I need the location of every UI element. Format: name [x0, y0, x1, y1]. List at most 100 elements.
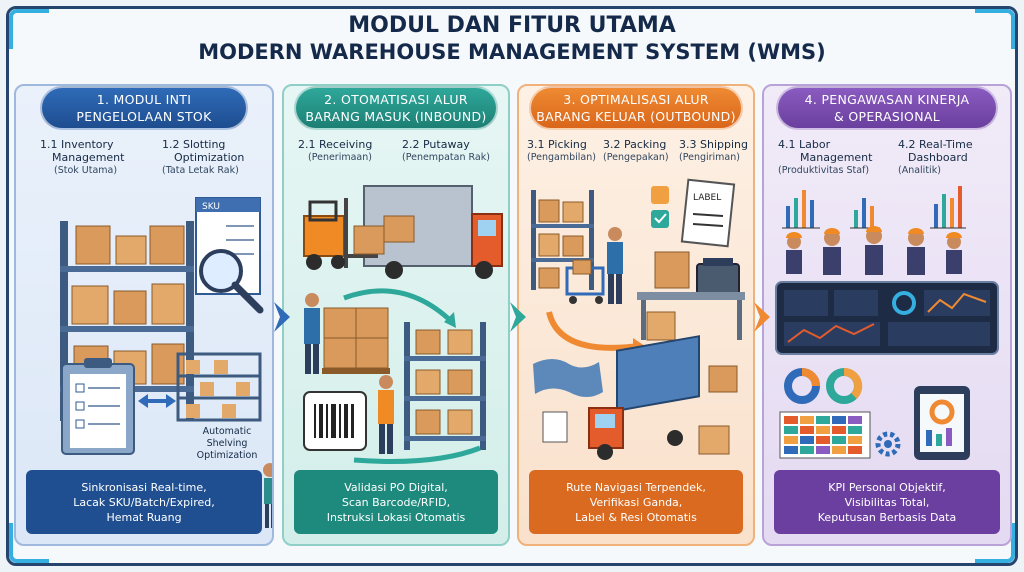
- label-text: LABEL: [693, 193, 721, 203]
- magnifier-icon: [199, 249, 264, 314]
- feature-subtitle: (Penempatan Rak): [402, 152, 490, 163]
- outbound-illustration: LABEL: [531, 178, 745, 460]
- gear-icon: [875, 431, 901, 457]
- footer-line: Rute Navigasi Terpendek,: [566, 480, 706, 494]
- feature-picking: 3.1 Picking (Pengambilan): [527, 138, 596, 164]
- feature-title: 2.2 Putaway: [402, 138, 470, 151]
- page-title: MODUL DAN FITUR UTAMA MODERN WAREHOUSE M…: [0, 12, 1024, 66]
- module-footer: KPI Personal Objektif, Visibilitas Total…: [774, 470, 1000, 534]
- feature-title: Optimization: [174, 151, 245, 164]
- footer-line: Keputusan Berbasis Data: [817, 510, 957, 524]
- feature-title: Management: [52, 151, 125, 164]
- feature-putaway: 2.2 Putaway (Penempatan Rak): [402, 138, 490, 164]
- truck-icon: [588, 335, 700, 460]
- feature-title: 3.2 Packing: [603, 138, 667, 151]
- checklist-icon: [651, 186, 669, 228]
- frame-corner: [9, 9, 49, 49]
- donut-chart-icon: [784, 367, 863, 404]
- worker-figure: [263, 463, 272, 528]
- feature-title: 4.1 Labor: [778, 138, 831, 151]
- footer-line: Sinkronisasi Real-time,: [81, 480, 207, 494]
- feature-title: 3.3 Shipping: [679, 138, 748, 151]
- footer-line: Hemat Ruang: [106, 510, 182, 524]
- shelf-rack-icon: [176, 352, 262, 422]
- module-panel-monitoring: 4. PENGAWASAN KINERJA & OPERASIONAL 4.1 L…: [762, 84, 1012, 546]
- dashboard-icon: [775, 281, 999, 355]
- header-line: BARANG MASUK (INBOUND): [305, 109, 487, 124]
- label-sheet: LABEL: [680, 178, 736, 248]
- header-line: BARANG KELUAR (OUTBOUND): [536, 109, 736, 124]
- auto-shelving-label: Automatic Shelving Optimization: [182, 426, 272, 462]
- stock-illustration: SKU: [60, 197, 272, 528]
- forklift-icon: [303, 198, 385, 270]
- module-panel-inbound: 2. OTOMATISASI ALUR BARANG MASUK (INBOUND…: [282, 84, 510, 546]
- feature-inventory: 1.1 Inventory Management (Stok Utama): [40, 138, 124, 177]
- header-line: PENGELOLAAN STOK: [76, 109, 212, 124]
- chevron-right-icon: [754, 302, 770, 332]
- feature-subtitle: (Tata Letak Rak): [162, 165, 239, 176]
- inbound-illustration: [303, 185, 503, 464]
- monitoring-illustration: [775, 186, 999, 460]
- frame-corner: [9, 523, 49, 563]
- footer-line: Scan Barcode/RFID,: [341, 495, 451, 509]
- packing-table: [637, 251, 745, 341]
- staff-group: [786, 226, 962, 275]
- feature-title: Dashboard: [908, 151, 968, 164]
- title-line-1: MODUL DAN FITUR UTAMA: [348, 13, 676, 38]
- feature-receiving: 2.1 Receiving (Penerimaan): [298, 138, 372, 164]
- label-line: Optimization: [196, 450, 258, 461]
- module-header: 2. OTOMATISASI ALUR BARANG MASUK (INBOUND…: [294, 86, 498, 130]
- flow-arrow: [343, 288, 454, 324]
- footer-line: Instruksi Lokasi Otomatis: [326, 510, 466, 524]
- printer-icon: [696, 258, 740, 295]
- module-panel-outbound: 3. OPTIMALISASI ALUR BARANG KELUAR (OUTBO…: [517, 84, 755, 546]
- feature-subtitle: (Penerimaan): [308, 152, 372, 163]
- barcode-icon: [303, 391, 367, 451]
- header-line: 3. OPTIMALISASI ALUR: [563, 92, 709, 107]
- header-line: 1. MODUL INTI: [96, 92, 192, 107]
- feature-subtitle: (Produktivitas Staf): [778, 165, 870, 176]
- title-line-2: MODERN WAREHOUSE MANAGEMENT SYSTEM (WMS): [198, 40, 826, 64]
- feature-dashboard: 4.2 Real-Time Dashboard (Analitik): [898, 138, 973, 177]
- frame-corner: [975, 523, 1015, 563]
- tablet-icon: [914, 386, 970, 460]
- feature-subtitle: (Analitik): [898, 165, 941, 176]
- feature-title: 1.2 Slotting: [162, 138, 226, 151]
- warehouse-rack-icon: [531, 190, 594, 290]
- chevron-right-icon: [510, 302, 526, 332]
- module-header: 4. PENGAWASAN KINERJA & OPERASIONAL: [776, 86, 998, 130]
- feature-title: 1.1 Inventory: [40, 138, 114, 151]
- sku-text: SKU: [202, 202, 220, 212]
- header-line: & OPERASIONAL: [834, 109, 940, 124]
- module-footer: Validasi PO Digital, Scan Barcode/RFID, …: [294, 470, 498, 534]
- chevron-right-icon: [274, 302, 290, 332]
- footer-line: KPI Personal Objektif,: [828, 480, 946, 494]
- feature-title: 2.1 Receiving: [298, 138, 373, 151]
- frame-corner: [975, 9, 1015, 49]
- warehouse-rack-icon: [404, 322, 486, 450]
- worker-figure: [378, 375, 394, 454]
- module-footer: Sinkronisasi Real-time, Lacak SKU/Batch/…: [26, 470, 262, 534]
- feature-title: 3.1 Picking: [527, 138, 587, 151]
- feature-title: 4.2 Real-Time: [898, 138, 973, 151]
- header-line: 2. OTOMATISASI ALUR: [324, 92, 468, 107]
- module-panel-stock: 1. MODUL INTI PENGELOLAAN STOK 1.1 Invent…: [14, 84, 274, 546]
- footer-line: Label & Resi Otomatis: [575, 510, 697, 524]
- bar-chart-icon: [782, 186, 966, 229]
- clipboard-icon: [61, 358, 135, 455]
- feature-shipping: 3.3 Shipping (Pengiriman): [679, 138, 748, 164]
- pallet-boxes: [322, 307, 390, 374]
- module-footer: Rute Navigasi Terpendek, Verifikasi Gand…: [529, 470, 743, 534]
- module-header: 3. OPTIMALISASI ALUR BARANG KELUAR (OUTBO…: [529, 86, 743, 130]
- footer-line: Visibilitas Total,: [844, 495, 930, 509]
- header-line: 4. PENGAWASAN KINERJA: [804, 92, 970, 107]
- worker-figure: [304, 293, 320, 374]
- worker-figure: [607, 227, 623, 304]
- footer-line: Validasi PO Digital,: [344, 480, 448, 494]
- feature-subtitle: (Pengepakan): [603, 152, 669, 163]
- feature-subtitle: (Pengiriman): [679, 152, 740, 163]
- feature-subtitle: (Stok Utama): [54, 165, 118, 176]
- map-icon: [533, 359, 603, 397]
- heatmap-icon: [779, 411, 871, 459]
- module-header: 1. MODUL INTI PENGELOLAAN STOK: [40, 86, 248, 130]
